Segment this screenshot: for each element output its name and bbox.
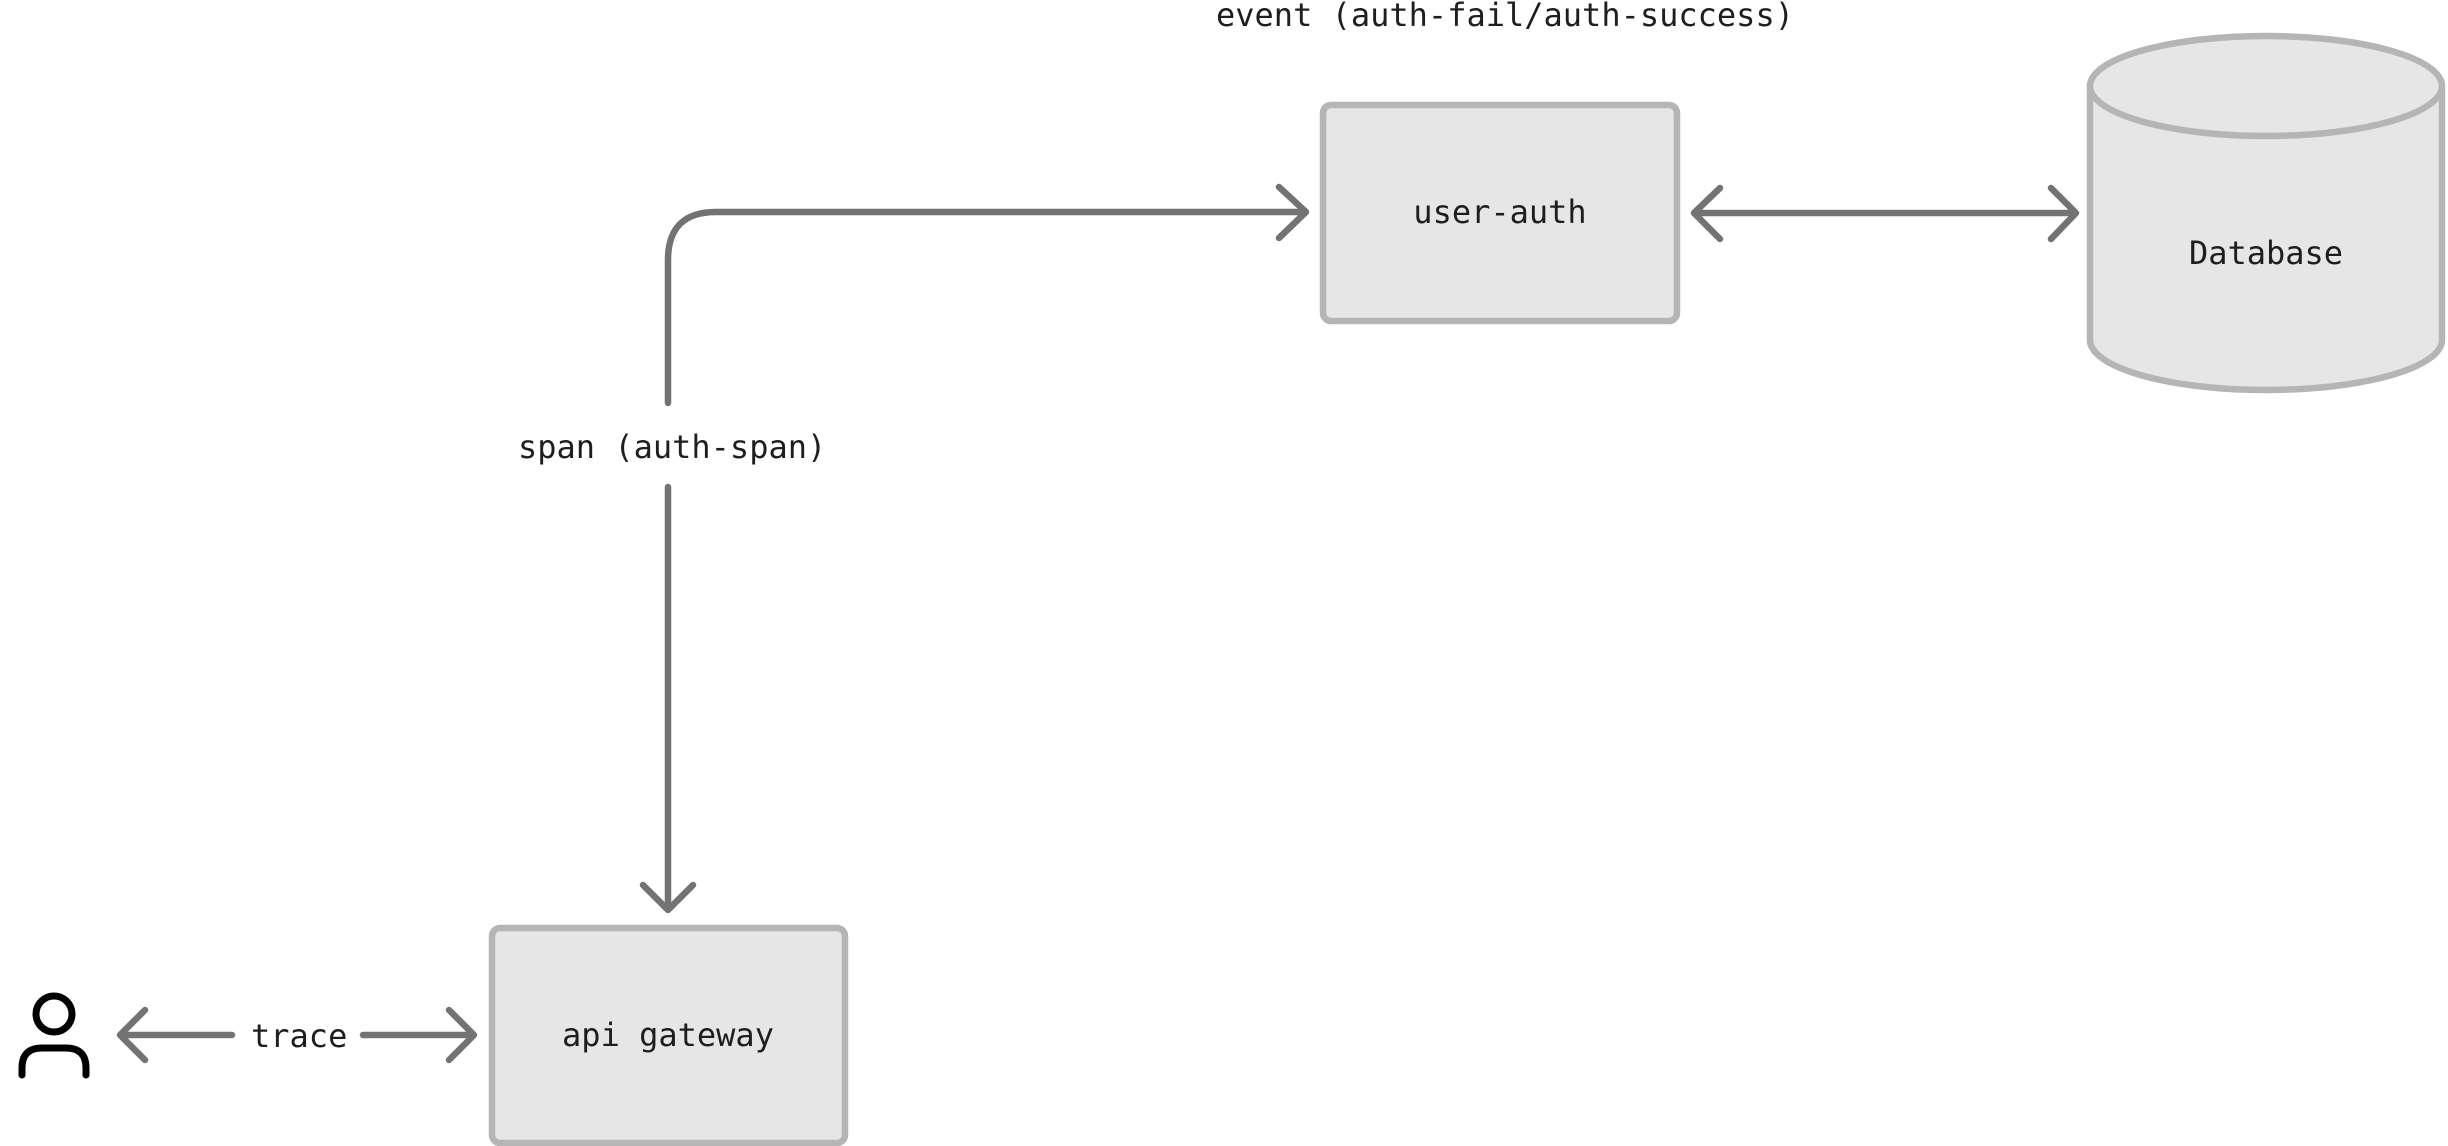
- trace-arrow: [116, 1006, 478, 1064]
- span-upper-line: [664, 208, 1306, 407]
- api-gateway-box: [488, 924, 849, 1146]
- user-auth-node[interactable]: user-auth: [1319, 101, 1681, 325]
- database-cylinder-top: [2086, 32, 2446, 140]
- database-side-arrowhead: [2047, 184, 2080, 243]
- user-icon[interactable]: [18, 992, 90, 1079]
- api-gateway-node[interactable]: api gateway: [488, 924, 849, 1146]
- user-icon-body: [18, 1044, 90, 1079]
- span-arrow-to-user-auth: [664, 183, 1310, 407]
- event-edge-label: event (auth-fail/auth-success): [1216, 0, 1794, 34]
- span-arrow-to-api-gateway: [639, 483, 697, 914]
- api-gateway-arrowhead: [639, 881, 697, 914]
- database-node[interactable]: Database: [2086, 32, 2446, 394]
- user-auth-label: user-auth: [1413, 193, 1586, 231]
- user-icon-head: [32, 992, 76, 1036]
- database-label: Database: [2189, 234, 2343, 272]
- user-auth-database-arrow: [1690, 184, 2080, 243]
- user-auth-side-arrowhead: [1690, 184, 1724, 243]
- trace-edge-label: trace: [251, 1017, 347, 1055]
- database-cylinder-body: [2086, 86, 2446, 394]
- trace-left-arrowhead: [116, 1006, 149, 1064]
- api-gateway-label: api gateway: [562, 1016, 774, 1054]
- trace-right-arrowhead: [445, 1006, 478, 1064]
- user-auth-arrowhead: [1275, 183, 1310, 242]
- user-auth-box: [1319, 101, 1681, 325]
- span-edge-label: span (auth-span): [518, 428, 826, 466]
